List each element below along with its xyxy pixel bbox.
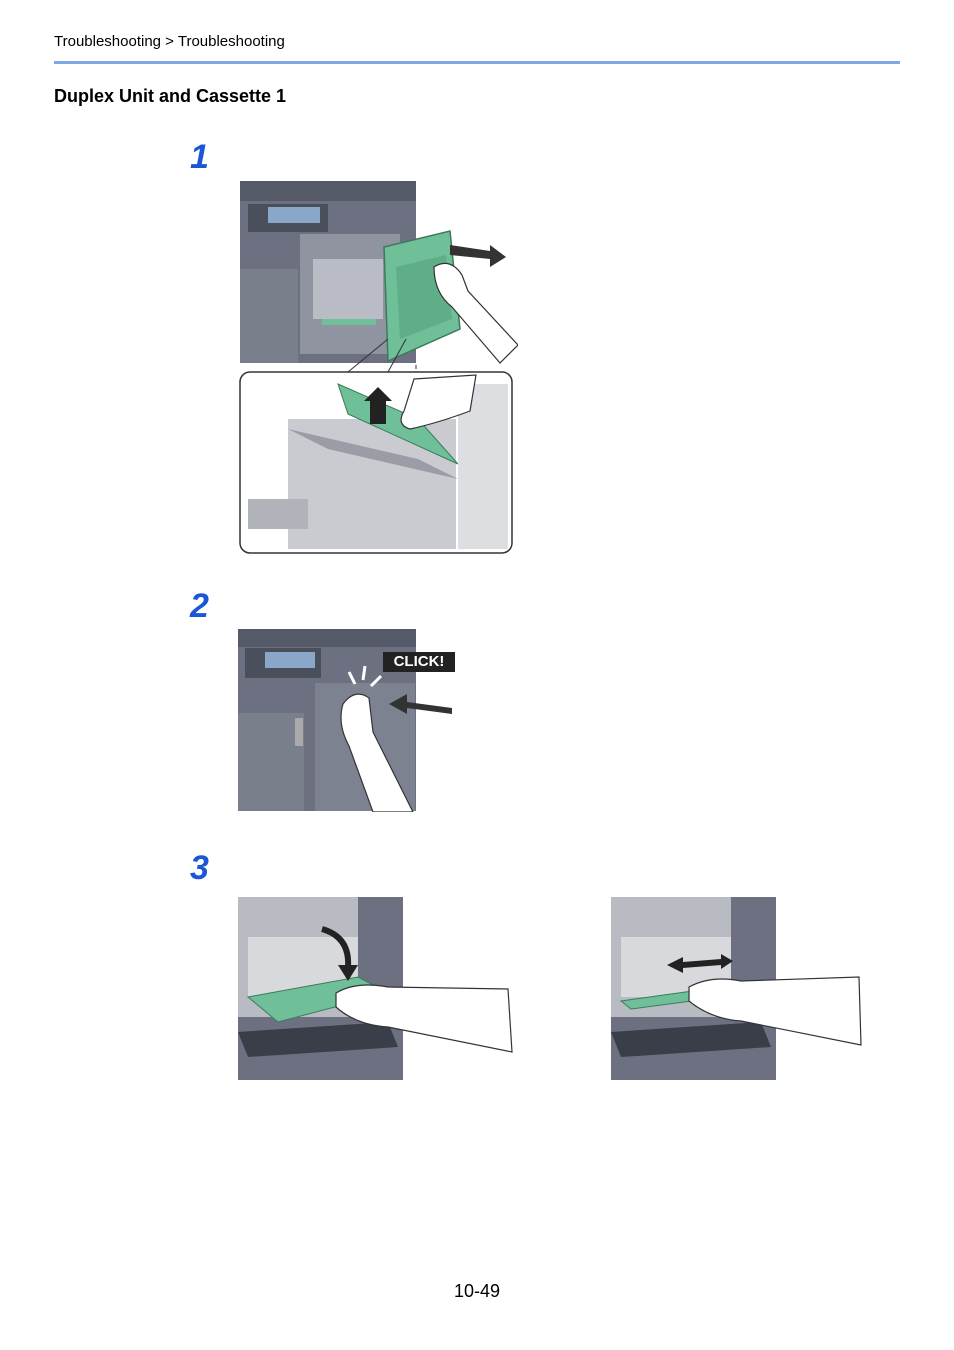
breadcrumb: Troubleshooting > Troubleshooting bbox=[54, 33, 285, 50]
step-3-illustration-a bbox=[238, 897, 513, 1080]
step-3-illustration-b bbox=[611, 897, 862, 1080]
step-1-illustration bbox=[239, 181, 518, 554]
page-number: 10-49 bbox=[453, 1281, 501, 1301]
click-callout: CLICK! bbox=[393, 653, 445, 670]
step-2-number: 2 bbox=[190, 587, 209, 625]
step-3-number: 3 bbox=[190, 849, 209, 887]
section-title: Duplex Unit and Cassette 1 bbox=[54, 86, 287, 106]
header-divider bbox=[54, 61, 900, 64]
step-2-illustration bbox=[238, 629, 455, 812]
step-1-number: 1 bbox=[190, 138, 209, 176]
